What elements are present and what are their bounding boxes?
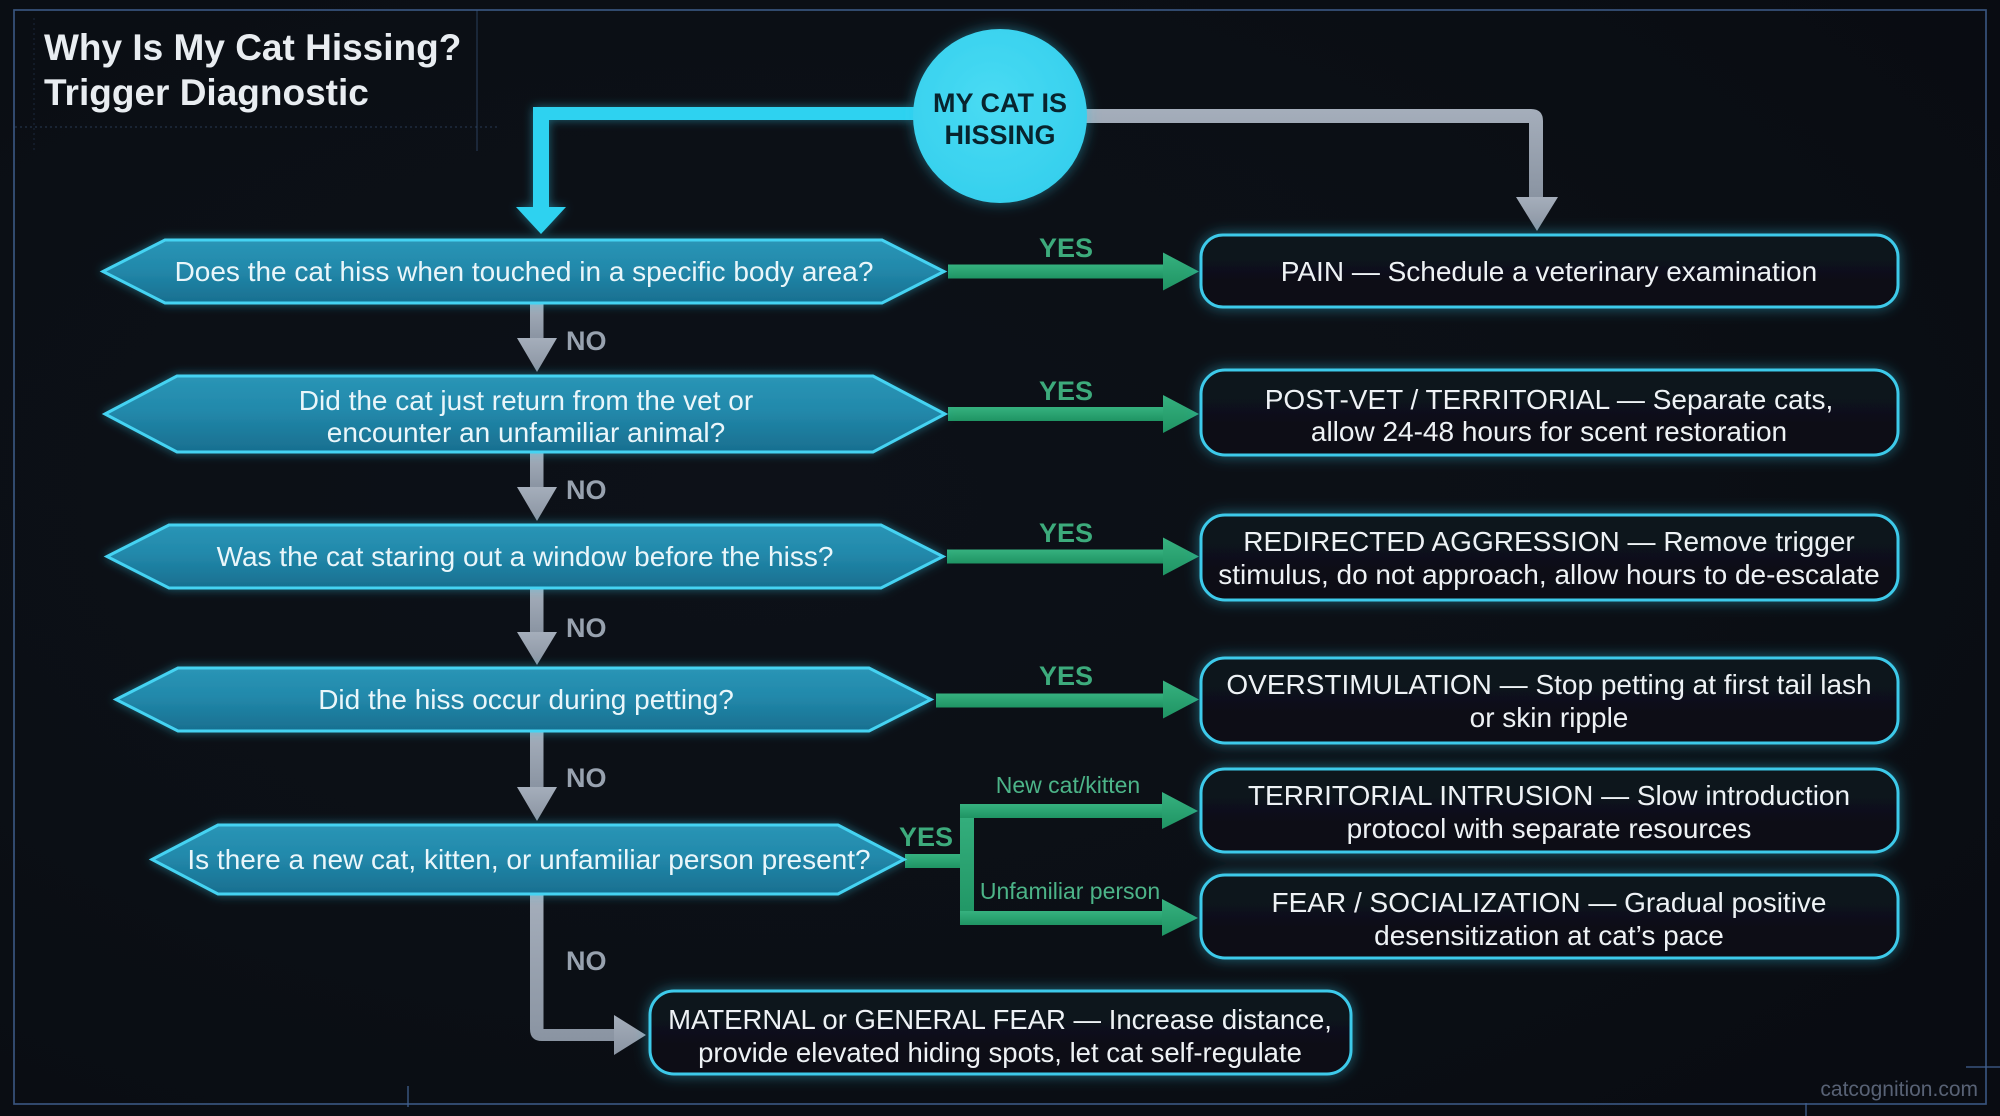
svg-text:REDIRECTED AGGRESSION — Remove: REDIRECTED AGGRESSION — Remove trigger	[1243, 526, 1854, 557]
svg-text:MY CAT IS: MY CAT IS	[933, 88, 1067, 118]
svg-text:NO: NO	[566, 326, 607, 356]
svg-text:encounter an unfamiliar animal: encounter an unfamiliar animal?	[327, 417, 725, 448]
svg-text:YES: YES	[899, 822, 953, 852]
svg-text:PAIN — Schedule a veterinary e: PAIN — Schedule a veterinary examination	[1281, 256, 1817, 287]
svg-text:YES: YES	[1039, 518, 1093, 548]
svg-text:HISSING: HISSING	[944, 120, 1055, 150]
svg-text:provide elevated hiding spots,: provide elevated hiding spots, let cat s…	[698, 1037, 1302, 1068]
svg-text:NO: NO	[566, 613, 607, 643]
svg-text:NO: NO	[566, 946, 607, 976]
svg-text:stimulus, do not approach, all: stimulus, do not approach, allow hours t…	[1218, 559, 1880, 590]
svg-text:YES: YES	[1039, 376, 1093, 406]
svg-text:Did the cat just return from t: Did the cat just return from the vet or	[299, 385, 753, 416]
svg-text:Why Is My Cat Hissing?: Why Is My Cat Hissing?	[44, 27, 461, 68]
svg-text:allow 24-48 hours for scent re: allow 24-48 hours for scent restoration	[1311, 416, 1787, 447]
svg-text:Is there a new cat, kitten, or: Is there a new cat, kitten, or unfamilia…	[187, 844, 870, 875]
svg-text:FEAR / SOCIALIZATION — Gradual: FEAR / SOCIALIZATION — Gradual positive	[1272, 887, 1827, 918]
svg-text:YES: YES	[1039, 233, 1093, 263]
svg-text:Was the cat staring out a wind: Was the cat staring out a window before …	[217, 541, 834, 572]
svg-text:OVERSTIMULATION — Stop petting: OVERSTIMULATION — Stop petting at first …	[1226, 669, 1871, 700]
svg-text:New cat/kitten: New cat/kitten	[996, 772, 1140, 798]
svg-text:MATERNAL or GENERAL FEAR — Inc: MATERNAL or GENERAL FEAR — Increase dist…	[668, 1004, 1332, 1035]
svg-text:desensitization at cat’s pace: desensitization at cat’s pace	[1374, 920, 1724, 951]
svg-text:NO: NO	[566, 475, 607, 505]
svg-text:POST-VET / TERRITORIAL — Separ: POST-VET / TERRITORIAL — Separate cats,	[1265, 384, 1834, 415]
svg-text:Unfamiliar person: Unfamiliar person	[980, 878, 1160, 904]
svg-text:NO: NO	[566, 763, 607, 793]
svg-text:TERRITORIAL INTRUSION — Slow i: TERRITORIAL INTRUSION — Slow introductio…	[1248, 780, 1850, 811]
svg-text:Did the hiss occur during pett: Did the hiss occur during petting?	[318, 684, 734, 715]
svg-text:YES: YES	[1039, 661, 1093, 691]
svg-text:catcognition.com: catcognition.com	[1820, 1078, 1978, 1101]
svg-text:Does the cat hiss when touched: Does the cat hiss when touched in a spec…	[175, 256, 874, 287]
svg-text:or skin ripple: or skin ripple	[1470, 702, 1629, 733]
svg-text:Trigger Diagnostic: Trigger Diagnostic	[44, 72, 369, 113]
svg-text:protocol with separate resourc: protocol with separate resources	[1347, 813, 1752, 844]
